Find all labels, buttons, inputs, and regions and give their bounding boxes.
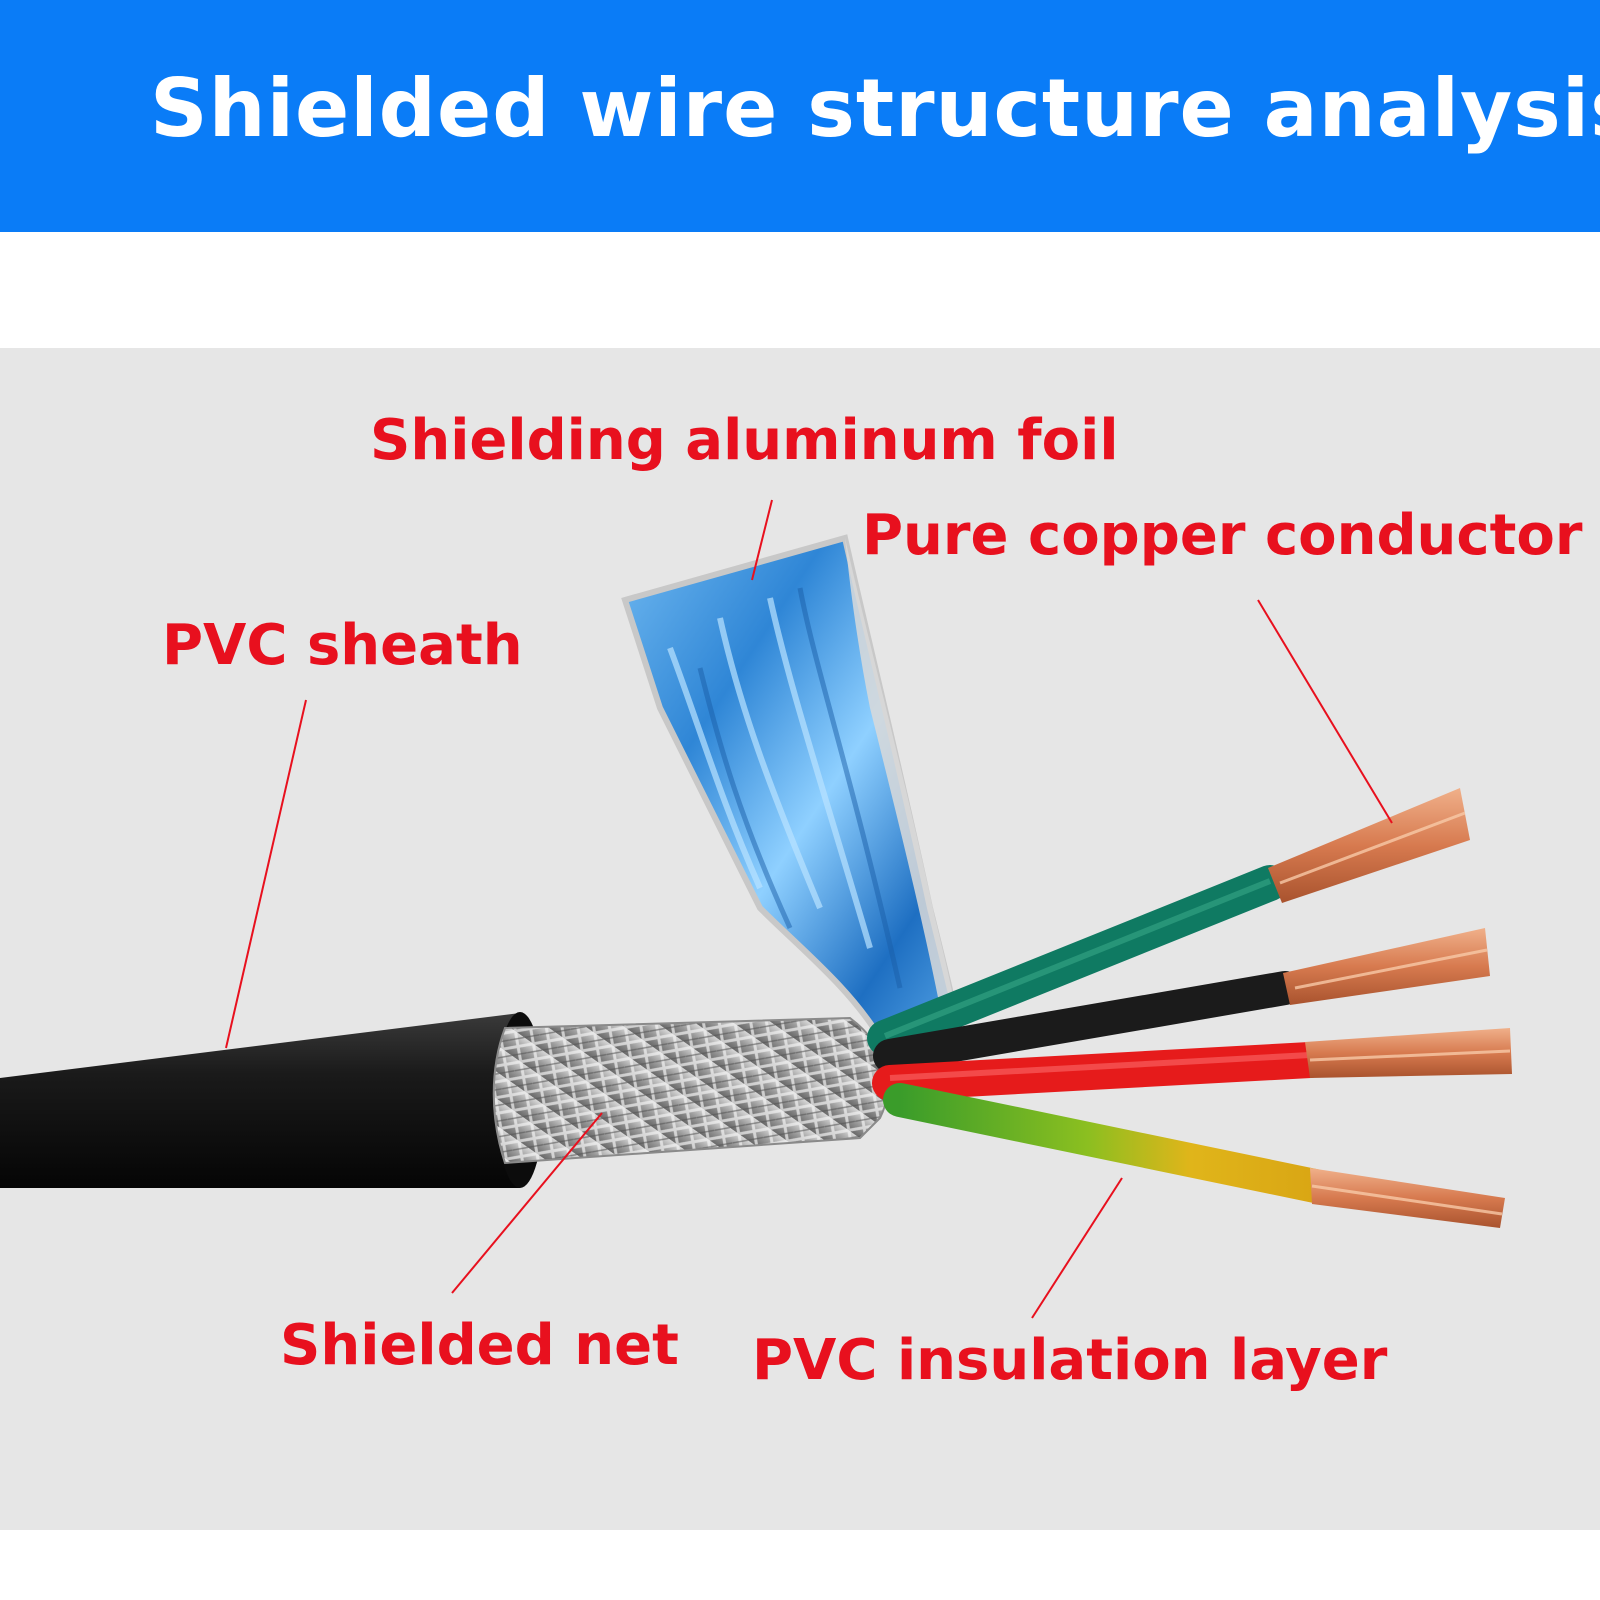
page-title: Shielded wire structure analysis bbox=[150, 62, 1600, 155]
pvc-sheath bbox=[0, 1013, 539, 1188]
copper-conductors bbox=[1268, 788, 1512, 1228]
aluminum-foil bbox=[621, 534, 966, 1052]
shielded-braid bbox=[492, 1016, 889, 1165]
label-shielding-aluminum-foil: Shielding aluminum foil bbox=[370, 408, 1119, 473]
title-banner: Shielded wire structure analysis bbox=[0, 0, 1600, 232]
label-pure-copper-conductor: Pure copper conductor bbox=[862, 503, 1583, 568]
cable-illustration bbox=[0, 499, 1512, 1319]
insulated-wires bbox=[867, 865, 1332, 1203]
label-pvc-sheath: PVC sheath bbox=[162, 613, 523, 678]
cable-diagram-panel: Shielding aluminum foil Pure copper cond… bbox=[0, 348, 1600, 1530]
label-shielded-net: Shielded net bbox=[280, 1313, 679, 1378]
label-pvc-insulation-layer: PVC insulation layer bbox=[752, 1328, 1388, 1393]
leader-lines bbox=[225, 499, 1393, 1319]
